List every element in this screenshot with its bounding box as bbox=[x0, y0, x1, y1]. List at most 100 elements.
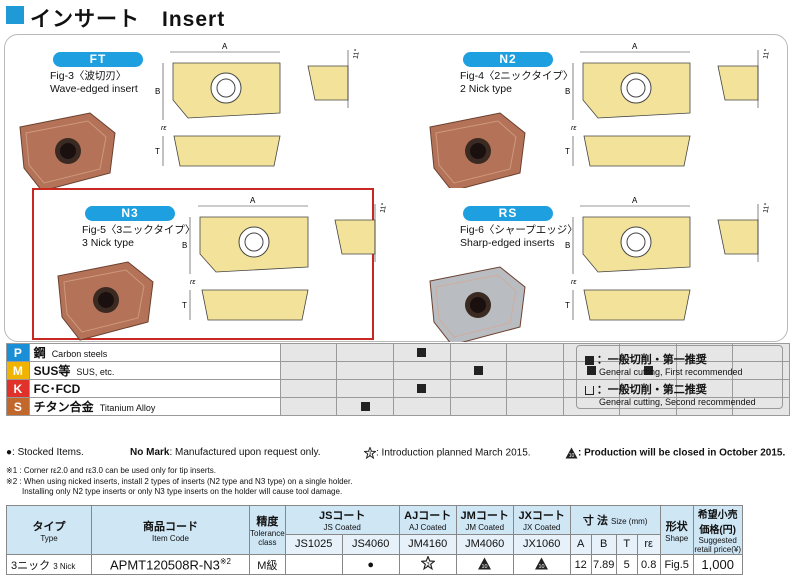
grade-cell bbox=[449, 343, 508, 362]
svg-text:11°: 11° bbox=[379, 202, 389, 213]
nomark-note: No Mark: Manufactured upon request only. bbox=[130, 447, 321, 458]
table-row: 3ニック 3 Nick APMT120508R-N3※2 M級 ● 3 10 1… bbox=[6, 554, 743, 575]
grade-cell bbox=[336, 343, 394, 362]
highlight-frame bbox=[32, 188, 374, 340]
clearance-view: 11° bbox=[717, 48, 772, 108]
figure-description: 2 Nick type bbox=[460, 83, 512, 95]
mark-jm4160: 3 bbox=[398, 554, 457, 575]
triangle-10-icon: 10 bbox=[478, 557, 492, 569]
note-2: ※2 : When using nicked inserts, install … bbox=[6, 477, 353, 486]
grade-cell bbox=[336, 361, 394, 380]
grade-cell bbox=[506, 343, 564, 362]
note-1: ※1 : Corner rε2.0 and rε3.0 can be used … bbox=[6, 466, 216, 475]
svg-text:rε: rε bbox=[571, 279, 577, 286]
legend-second-en: General cutting, Second recommended bbox=[599, 397, 756, 407]
clearance-view: 11° bbox=[307, 48, 362, 108]
insert-drawing: A B rε T 11° bbox=[57, 196, 389, 341]
grade-cell bbox=[336, 379, 394, 398]
clearance-view: 11° bbox=[717, 202, 771, 262]
figure-caption: Fig-4〈2ニックタイプ〉 bbox=[460, 70, 574, 82]
grade-cell bbox=[506, 379, 564, 398]
grade-cell bbox=[279, 397, 338, 416]
type-badge: RS bbox=[463, 206, 553, 221]
svg-text:T: T bbox=[565, 147, 570, 156]
grade-cell bbox=[676, 361, 734, 380]
side-view: T bbox=[565, 289, 691, 321]
row-type: 3ニック 3 Nick bbox=[6, 554, 92, 575]
iso-letter: P bbox=[6, 343, 30, 362]
dim-t: T bbox=[615, 533, 638, 556]
clearance-view: 11° bbox=[334, 202, 389, 262]
iso-letter: M bbox=[6, 361, 30, 380]
svg-text:T: T bbox=[182, 301, 187, 310]
svg-text:10: 10 bbox=[539, 563, 545, 569]
dim-re: rε bbox=[636, 533, 661, 556]
figure-description: 3 Nick type bbox=[82, 237, 134, 249]
figure-description: Sharp-edged inserts bbox=[460, 237, 555, 249]
figure-description: Wave-edged insert bbox=[50, 83, 138, 95]
grade-cell bbox=[506, 361, 564, 380]
iso-letter: K bbox=[6, 379, 30, 398]
col-price: 希望小売価格(円)Suggested retail price(¥) bbox=[692, 505, 743, 555]
grade-js1025: JS1025 bbox=[284, 533, 343, 556]
grade-cell bbox=[732, 397, 790, 416]
top-view: A B rε bbox=[565, 196, 691, 286]
val-a: 12 bbox=[569, 554, 592, 575]
svg-text:11°: 11° bbox=[762, 48, 772, 59]
grade-cell bbox=[562, 361, 621, 380]
svg-text:B: B bbox=[155, 87, 160, 96]
grade-cell bbox=[732, 343, 790, 362]
grade-cell bbox=[506, 397, 564, 416]
svg-text:3: 3 bbox=[426, 562, 429, 568]
grade-cell bbox=[619, 379, 678, 398]
grade-cell bbox=[279, 343, 338, 362]
val-b: 7.89 bbox=[590, 554, 617, 575]
row-tolerance: M級 bbox=[249, 554, 286, 575]
svg-text:11°: 11° bbox=[352, 48, 362, 59]
svg-text:B: B bbox=[565, 241, 570, 250]
insert-drawing: A B rε T 11° bbox=[429, 42, 772, 188]
mark-js4060: ● bbox=[341, 554, 400, 575]
type-badge: FT bbox=[53, 52, 143, 67]
svg-text:A: A bbox=[222, 42, 228, 51]
insert-photo bbox=[57, 261, 154, 341]
side-view: T bbox=[155, 135, 281, 167]
insert-photo bbox=[429, 112, 526, 188]
top-view: A B rε bbox=[155, 42, 281, 132]
svg-text:T: T bbox=[155, 147, 160, 156]
top-view: A B rε bbox=[565, 42, 691, 132]
val-shape: Fig.5 bbox=[659, 554, 694, 575]
insert-photo bbox=[429, 266, 526, 342]
grade-cell bbox=[676, 343, 734, 362]
svg-text:rε: rε bbox=[571, 125, 577, 132]
svg-text:10: 10 bbox=[569, 453, 575, 459]
figures-panel bbox=[4, 34, 788, 342]
side-view: T bbox=[565, 135, 691, 167]
grade-jm4060: JM4060 bbox=[455, 533, 514, 556]
svg-text:rε: rε bbox=[190, 279, 196, 286]
row-item-code: APMT120508R-N3※2 bbox=[91, 554, 250, 575]
mark-js1025 bbox=[284, 554, 343, 575]
type-badge: N3 bbox=[85, 206, 175, 221]
figure-caption: Fig-6〈シャープエッジ〉 bbox=[460, 224, 578, 236]
svg-text:rε: rε bbox=[161, 125, 167, 132]
note-2-cont: Installing only N2 type inserts or only … bbox=[22, 487, 343, 496]
grade-cell bbox=[449, 361, 508, 380]
recommended-icon bbox=[643, 366, 653, 376]
svg-text:10: 10 bbox=[482, 563, 488, 569]
svg-text:A: A bbox=[632, 42, 638, 51]
recommended-icon bbox=[417, 348, 427, 358]
insert-drawing: A B rε T 11° bbox=[429, 196, 771, 342]
svg-text:T: T bbox=[565, 301, 570, 310]
grade-cell bbox=[392, 379, 451, 398]
intro-note: 3: Introduction planned March 2015. bbox=[363, 446, 531, 460]
grade-cell bbox=[392, 397, 451, 416]
